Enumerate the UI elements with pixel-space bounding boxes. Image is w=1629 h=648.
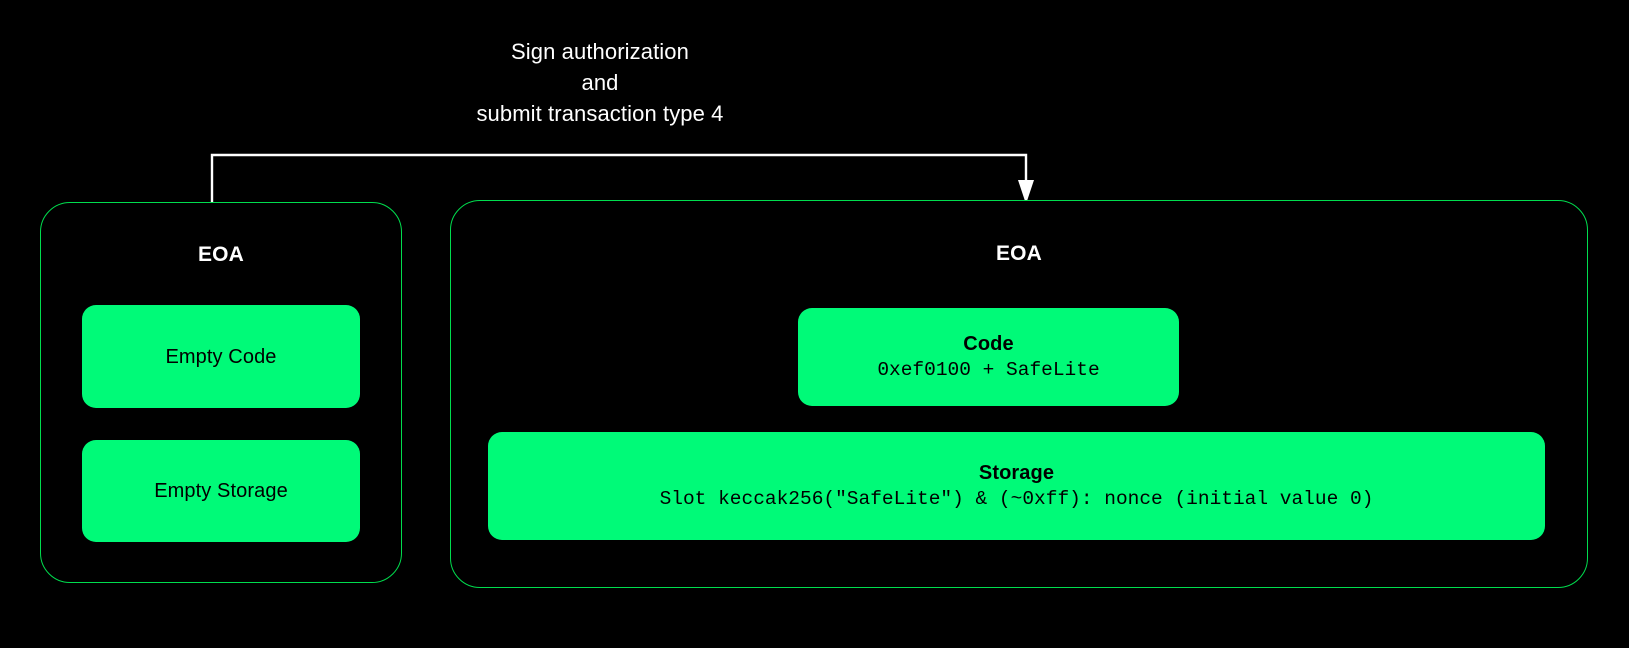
authorization-caption: Sign authorization and submit transactio… [476,39,724,126]
eoa-before-title: EOA [197,243,245,266]
arrow-path [210,153,1028,205]
storage-pill: Storage Slot keccak256("SafeLite") & (~0… [488,432,1545,540]
empty-storage-label: Empty Storage [154,480,288,502]
empty-storage-pill: Empty Storage [82,440,360,542]
storage-label: Storage [978,462,1055,484]
empty-code-label: Empty Code [165,345,277,368]
storage-value: Slot keccak256("SafeLite") & (~0xff): no… [659,488,1374,510]
eoa-after-title: EOA [995,242,1043,265]
code-label: Code [963,333,1014,355]
empty-code-pill: Empty Code [82,305,360,408]
code-value: 0xef0100 + SafeLite [877,359,1100,381]
code-pill: Code 0xef0100 + SafeLite [798,308,1179,406]
